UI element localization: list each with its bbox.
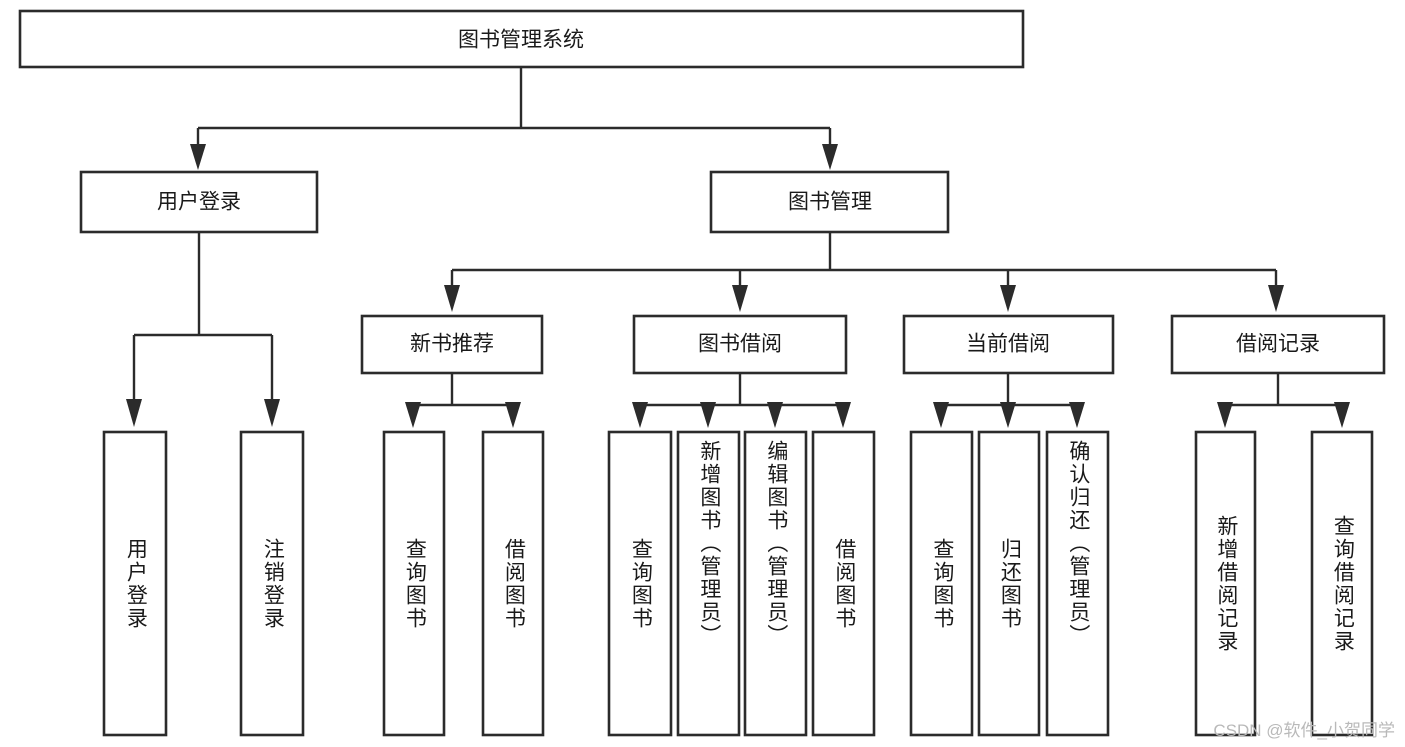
connector-bookborrow-to-leaves	[632, 373, 851, 428]
arrow-leaf-query-book-2	[632, 402, 648, 428]
borrow-record-label: 借阅记录	[1236, 333, 1320, 356]
node-book-borrow[interactable]: 图书借阅	[632, 314, 848, 375]
leaf-borrow-book-2-box[interactable]	[811, 430, 876, 737]
arrow-new-book-rec	[444, 285, 460, 312]
leaf-add-record-box[interactable]	[1194, 430, 1257, 737]
new-book-rec-label: 新书推荐	[410, 333, 494, 356]
leaf-return-book-box[interactable]	[977, 430, 1041, 737]
book-manage-box	[709, 170, 950, 234]
arrow-leaf-add-record	[1217, 402, 1233, 428]
arrow-leaf-edit-book	[767, 402, 783, 428]
book-borrow-box	[632, 314, 848, 375]
arrow-leaf-query-record	[1334, 402, 1350, 428]
arrow-book-manage	[822, 144, 838, 170]
arrow-current-borrow	[1000, 285, 1016, 312]
leaf-query-book-2-box[interactable]	[607, 430, 673, 737]
node-user-login[interactable]: 用户登录	[79, 170, 319, 234]
connector-newbookrec-to-leaves	[405, 373, 521, 428]
connector-root-to-level2	[190, 67, 838, 170]
arrow-leaf-user-logout	[264, 399, 280, 427]
leaf-borrow-book-1-box[interactable]	[481, 430, 545, 737]
connector-userlogin-to-leaves	[126, 232, 280, 427]
node-borrow-record[interactable]: 借阅记录	[1170, 314, 1386, 375]
book-manage-label: 图书管理	[788, 191, 872, 214]
watermark-text: CSDN @软件_小贺同学	[1213, 721, 1395, 740]
arrow-book-borrow	[732, 285, 748, 312]
arrow-borrow-record	[1268, 285, 1284, 312]
node-root[interactable]: 图书管理系统	[18, 9, 1025, 69]
leaf-confirm-return-box[interactable]	[1045, 430, 1110, 737]
arrow-leaf-add-book	[700, 402, 716, 428]
root-label: 图书管理系统	[458, 29, 584, 52]
leaf-query-book-1-box[interactable]	[382, 430, 446, 737]
arrow-leaf-user-login	[126, 399, 142, 427]
root-box	[18, 9, 1025, 69]
current-borrow-label: 当前借阅	[966, 333, 1050, 356]
leaf-query-book-3-box[interactable]	[909, 430, 974, 737]
user-login-label: 用户登录	[157, 191, 241, 214]
arrow-leaf-borrow-book-2	[835, 402, 851, 428]
leaf-query-record-box[interactable]	[1310, 430, 1374, 737]
node-book-manage[interactable]: 图书管理	[709, 170, 950, 234]
connector-borrowrecord-to-leaves	[1217, 373, 1350, 428]
arrow-leaf-borrow-book-1	[505, 402, 521, 428]
arrow-leaf-query-book-3	[933, 402, 949, 428]
node-new-book-rec[interactable]: 新书推荐	[360, 314, 544, 375]
connector-currentborrow-to-leaves	[933, 373, 1085, 428]
leaf-add-book-box[interactable]	[676, 430, 741, 737]
borrow-record-box	[1170, 314, 1386, 375]
leaf-user-login-box[interactable]	[102, 430, 168, 737]
leaf-edit-book-box[interactable]	[743, 430, 808, 737]
current-borrow-box	[902, 314, 1115, 375]
node-current-borrow[interactable]: 当前借阅	[902, 314, 1115, 375]
arrow-leaf-confirm-return	[1069, 402, 1085, 428]
arrow-leaf-query-book-1	[405, 402, 421, 428]
arrow-user-login	[190, 144, 206, 170]
connector-bookmanage-to-level3	[444, 232, 1284, 312]
leaf-user-logout-box[interactable]	[239, 430, 305, 737]
arrow-leaf-return-book	[1000, 402, 1016, 428]
book-borrow-label: 图书借阅	[698, 333, 782, 356]
new-book-rec-box	[360, 314, 544, 375]
